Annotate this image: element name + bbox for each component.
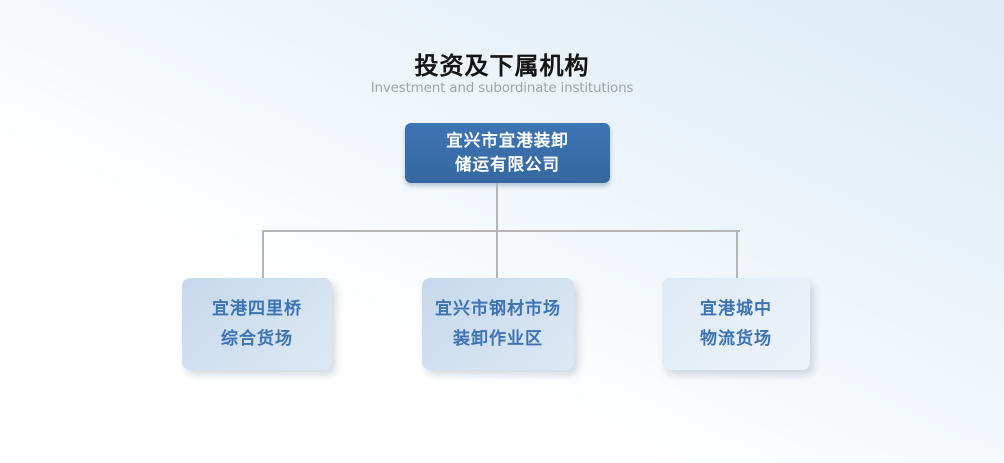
connector-drop-middle: [496, 230, 498, 278]
org-child-node-2-line2: 装卸作业区: [453, 329, 543, 349]
connector-drop-right: [736, 230, 738, 278]
page-subtitle: Investment and subordinate institutions: [370, 80, 634, 96]
page-title: 投资及下属机构: [414, 52, 590, 80]
org-child-node-3: 宜港城中 物流货场: [662, 278, 810, 370]
org-child-node-1-line2: 综合货场: [221, 329, 293, 349]
org-child-node-1-line1: 宜港四里桥: [212, 299, 302, 319]
org-root-node: 宜兴市宜港装卸 储运有限公司: [405, 123, 610, 183]
connector-crossbar: [262, 230, 740, 232]
org-child-node-3-line1: 宜港城中: [700, 299, 772, 319]
org-child-node-2-line1: 宜兴市钢材市场: [435, 299, 561, 319]
org-child-node-3-line2: 物流货场: [700, 329, 772, 349]
org-root-node-line2: 储运有限公司: [455, 155, 560, 174]
connector-drop-left: [262, 230, 264, 278]
connector-trunk: [496, 183, 498, 231]
org-root-node-line1: 宜兴市宜港装卸: [446, 131, 569, 150]
org-child-node-2: 宜兴市钢材市场 装卸作业区: [422, 278, 574, 370]
org-child-node-1: 宜港四里桥 综合货场: [182, 278, 332, 370]
